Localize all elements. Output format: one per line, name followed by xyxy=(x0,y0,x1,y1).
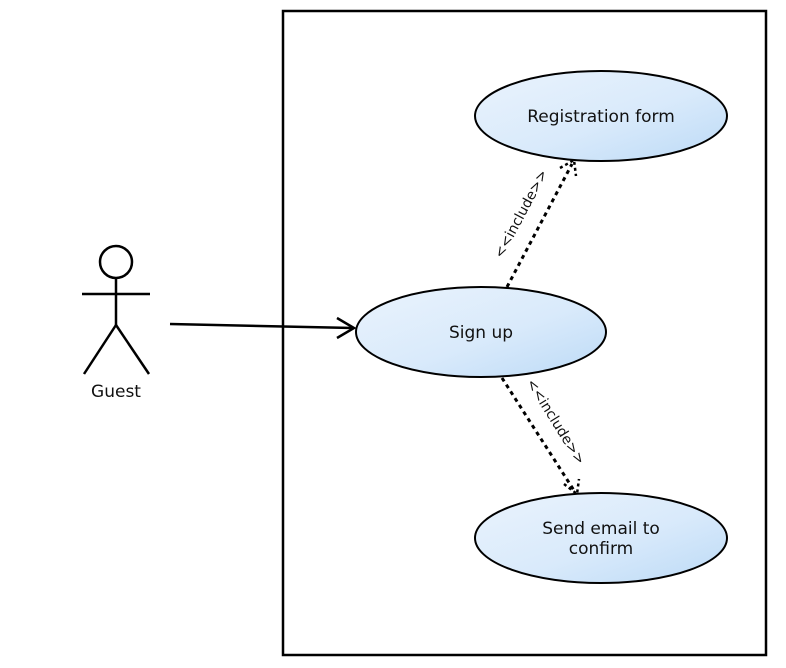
include-line xyxy=(500,377,577,493)
use-case-ellipse xyxy=(355,286,607,378)
association-line xyxy=(169,322,354,330)
include-arrowhead-icon xyxy=(563,478,581,497)
use-case-sign-up[interactable]: Sign up xyxy=(355,286,607,378)
use-case-send-email[interactable]: Send email to confirm xyxy=(474,492,728,584)
actor-head xyxy=(98,244,134,280)
include-signup-sendemail[interactable]: <<include>> xyxy=(500,376,588,497)
system-boundary xyxy=(281,9,768,657)
use-case-label: Registration form xyxy=(527,107,675,127)
include-label-bottom: <<include>> xyxy=(523,376,588,467)
include-line xyxy=(505,163,574,288)
use-case-registration-form[interactable]: Registration form xyxy=(474,70,728,162)
use-case-label: Sign up xyxy=(449,323,513,343)
include-arrowhead-icon xyxy=(559,157,578,177)
use-case-label-line2: confirm xyxy=(569,539,633,559)
actor-label: Guest xyxy=(91,382,141,402)
use-case-ellipse xyxy=(474,492,728,584)
actor-guest[interactable]: Guest xyxy=(82,244,151,402)
use-case-ellipse xyxy=(474,70,728,162)
actor-left-leg xyxy=(82,324,118,375)
use-case-label-line1: Send email to xyxy=(542,519,660,539)
actor-right-leg xyxy=(114,324,151,375)
include-signup-registration[interactable]: <<include>> xyxy=(491,157,578,288)
association-guest-signup[interactable] xyxy=(169,316,357,340)
include-label-top: <<include>> xyxy=(491,167,551,261)
association-arrowhead-icon xyxy=(336,316,357,340)
